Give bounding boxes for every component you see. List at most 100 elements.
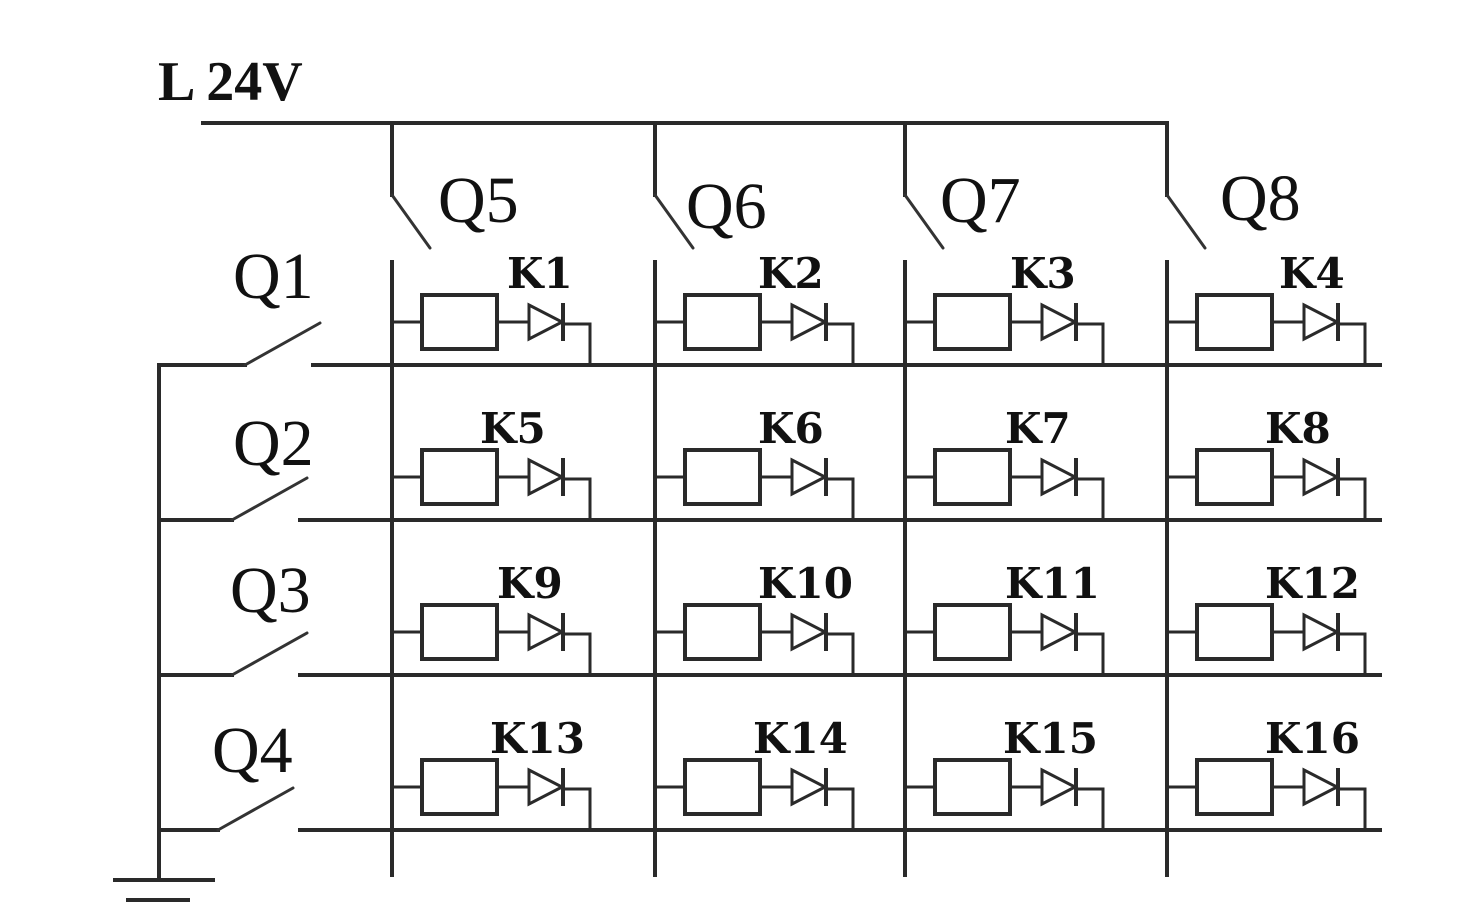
row-switch-label: Q3 bbox=[230, 554, 311, 627]
column-switch-q7: Q7 bbox=[903, 121, 1021, 877]
relay-cell-k9: K9 bbox=[392, 559, 592, 675]
switch-blade bbox=[216, 786, 295, 832]
diode-icon bbox=[790, 612, 829, 652]
diode-icon bbox=[527, 457, 566, 497]
lead-wire bbox=[1338, 787, 1367, 830]
diode-icon bbox=[1040, 767, 1079, 807]
lead-wire bbox=[826, 477, 855, 520]
column-switch-label: Q5 bbox=[438, 164, 519, 237]
relay-coil-icon bbox=[420, 603, 499, 661]
diode-icon bbox=[1040, 612, 1079, 652]
relay-coil-icon bbox=[420, 758, 499, 816]
diode-icon bbox=[1040, 457, 1079, 497]
diode-icon bbox=[1040, 302, 1079, 342]
relay-cell-k6: K6 bbox=[655, 404, 855, 520]
relay-cell-k7: K7 bbox=[905, 404, 1105, 520]
lead-wire bbox=[1076, 787, 1105, 830]
relay-label: K1 bbox=[507, 249, 573, 298]
relay-label: K4 bbox=[1279, 249, 1345, 298]
column-switch-label: Q8 bbox=[1220, 162, 1301, 235]
relay-cell-k11: K11 bbox=[905, 559, 1105, 675]
switch-blade bbox=[230, 476, 309, 522]
row-switch-q3: Q3 bbox=[157, 554, 1382, 677]
column-switch-label: Q6 bbox=[686, 170, 767, 243]
diode-icon bbox=[1302, 302, 1341, 342]
relay-coil-icon bbox=[1195, 448, 1274, 506]
switch-blade bbox=[903, 193, 945, 250]
relay-coil-icon bbox=[420, 448, 499, 506]
row-switch-label: Q4 bbox=[212, 714, 293, 787]
switch-blade bbox=[653, 193, 695, 250]
relay-label: K13 bbox=[490, 714, 585, 763]
ground-icon bbox=[113, 878, 215, 902]
lead-wire bbox=[1076, 322, 1105, 365]
lead-wire bbox=[826, 787, 855, 830]
switch-blade bbox=[230, 631, 309, 677]
relay-cell-k3: K3 bbox=[905, 249, 1105, 365]
relay-label: K7 bbox=[1005, 404, 1071, 453]
relay-coil-icon bbox=[683, 293, 762, 351]
row-switch-q1: Q1 bbox=[157, 240, 1382, 367]
relay-coil-icon bbox=[933, 448, 1012, 506]
diode-icon bbox=[790, 457, 829, 497]
diode-icon bbox=[527, 767, 566, 807]
relay-cell-k12: K12 bbox=[1167, 559, 1367, 675]
lead-wire bbox=[826, 322, 855, 365]
diode-icon bbox=[1302, 612, 1341, 652]
relay-label: K2 bbox=[758, 249, 824, 298]
lead-wire bbox=[1076, 632, 1105, 675]
relay-cell-k5: K5 bbox=[392, 404, 592, 520]
relay-cell-k1: K1 bbox=[392, 249, 592, 365]
relay-cell-k14: K14 bbox=[655, 714, 855, 830]
relay-coil-icon bbox=[1195, 293, 1274, 351]
lead-wire bbox=[1338, 322, 1367, 365]
relay-coil-icon bbox=[420, 293, 499, 351]
lead-wire bbox=[563, 477, 592, 520]
relay-cell-k15: K15 bbox=[905, 714, 1105, 830]
diode-icon bbox=[527, 302, 566, 342]
relay-label: K11 bbox=[1005, 559, 1100, 608]
row-switch-label: Q2 bbox=[233, 407, 314, 480]
relay-cell-k16: K16 bbox=[1167, 714, 1367, 830]
relay-coil-icon bbox=[683, 758, 762, 816]
relay-label: K3 bbox=[1010, 249, 1076, 298]
switch-blade bbox=[390, 193, 432, 250]
lead-wire bbox=[826, 632, 855, 675]
lead-wire bbox=[563, 322, 592, 365]
column-switch-label: Q7 bbox=[940, 164, 1021, 237]
relay-coil-icon bbox=[683, 603, 762, 661]
relay-cell-k13: K13 bbox=[392, 714, 592, 830]
relay-label: K14 bbox=[753, 714, 848, 763]
row-switch-q4: Q4 bbox=[157, 714, 1382, 832]
relay-label: K12 bbox=[1265, 559, 1360, 608]
lead-wire bbox=[1338, 632, 1367, 675]
relay-cell-k10: K10 bbox=[655, 559, 855, 675]
supply-label: L 24V bbox=[158, 51, 303, 113]
relay-coil-icon bbox=[933, 603, 1012, 661]
relay-label: K10 bbox=[758, 559, 853, 608]
relay-cell-k2: K2 bbox=[655, 249, 855, 365]
relay-label: K9 bbox=[497, 559, 563, 608]
lead-wire bbox=[1338, 477, 1367, 520]
relay-cell-k4: K4 bbox=[1167, 249, 1367, 365]
row-switch-label: Q1 bbox=[233, 240, 314, 313]
diode-icon bbox=[790, 302, 829, 342]
relay-coil-icon bbox=[1195, 603, 1274, 661]
lead-wire bbox=[563, 632, 592, 675]
switch-blade bbox=[1165, 193, 1207, 250]
switch-blade bbox=[243, 321, 322, 367]
relay-coil-icon bbox=[933, 293, 1012, 351]
diode-icon bbox=[1302, 767, 1341, 807]
diode-icon bbox=[790, 767, 829, 807]
relay-label: K8 bbox=[1265, 404, 1331, 453]
relay-coil-icon bbox=[933, 758, 1012, 816]
column-switches: Q5 Q6 Q7 Q8 bbox=[390, 121, 1301, 877]
relay-label: K6 bbox=[758, 404, 824, 453]
relay-label: K16 bbox=[1265, 714, 1360, 763]
relay-label: K15 bbox=[1003, 714, 1098, 763]
lead-wire bbox=[1076, 477, 1105, 520]
row-switch-q2: Q2 bbox=[157, 407, 1382, 522]
relay-label: K5 bbox=[480, 404, 546, 453]
